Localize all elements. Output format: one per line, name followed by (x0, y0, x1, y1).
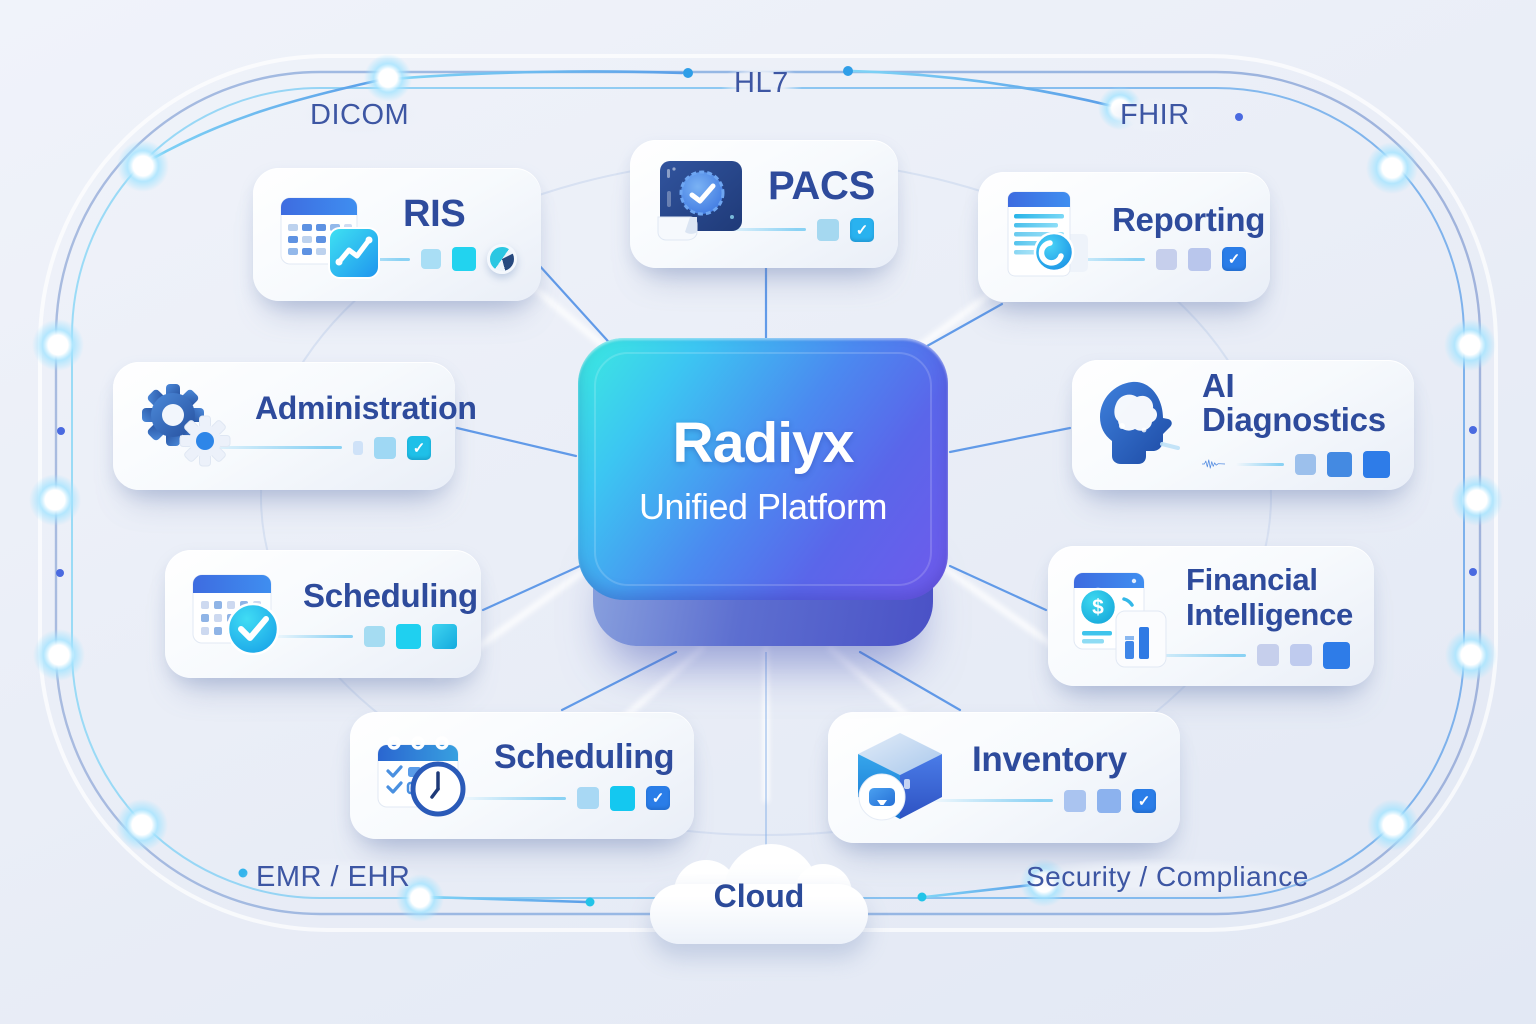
waveform-icon (1202, 459, 1225, 469)
module-card-ai-diagnostics[interactable]: AI Diagnostics (1072, 360, 1414, 490)
module-meter (1202, 447, 1390, 481)
module-meter: ✓ (714, 217, 874, 242)
ring-label-emr-ehr: EMR / EHR (242, 858, 425, 897)
module-meter (269, 623, 457, 649)
ring-label-security-compliance: Security / Compliance (1012, 858, 1323, 896)
calendar-analytics-icon (273, 184, 389, 286)
finance-dollar-chart-icon: $ (1068, 565, 1172, 668)
module-card-administration[interactable]: Administration ✓ (113, 362, 477, 490)
module-title: PACS (768, 164, 875, 209)
ring-label-dicom: DICOM (296, 96, 424, 135)
platform-subtitle: Unified Platform (638, 486, 888, 527)
module-title: RIS (403, 192, 466, 235)
imaging-monitor-badge-icon (650, 153, 754, 255)
ai-head-brain-icon (1092, 374, 1188, 476)
module-card-scheduling-bottom[interactable]: Scheduling ✓ (350, 712, 694, 839)
ring-label-fhir: FHIR (1106, 96, 1204, 135)
module-meter: ✓ (456, 785, 670, 811)
module-title: Scheduling (303, 577, 478, 615)
module-meter: ✓ (925, 788, 1156, 813)
module-title: Administration (255, 390, 477, 427)
module-card-reporting[interactable]: Reporting ✓ (978, 172, 1270, 302)
module-title: Reporting (1112, 200, 1266, 238)
inventory-box-icon (848, 727, 958, 829)
check-icon: ✓ (407, 435, 431, 460)
calendar-clock-icon (370, 725, 480, 827)
module-meter: ✓ (184, 435, 431, 460)
calendar-check-icon (185, 563, 289, 665)
cloud-label: Cloud (713, 878, 805, 914)
cloud-shape: Cloud (650, 844, 868, 950)
gears-icon (133, 375, 241, 477)
glow-node-set (29, 54, 1503, 922)
cloud-base (650, 884, 868, 944)
platform-face: Radiyx Unified Platform (578, 338, 948, 600)
module-title: AI Diagnostics (1202, 366, 1386, 438)
module-title: Inventory (972, 740, 1127, 780)
ring-label-hl7: HL7 (720, 64, 803, 103)
check-icon: ✓ (850, 217, 874, 242)
module-meter: ✓ (1049, 247, 1246, 272)
module-meter (1126, 641, 1350, 669)
module-card-ris[interactable]: RIS (253, 168, 541, 301)
center-platform[interactable]: Radiyx Unified Platform (578, 338, 948, 646)
module-title: Scheduling (494, 738, 675, 777)
module-meter (324, 244, 517, 275)
pie-chart-icon (487, 244, 517, 275)
check-icon: ✓ (646, 786, 670, 811)
module-card-pacs[interactable]: PACS ✓ (630, 140, 898, 268)
module-card-financial-intelligence[interactable]: $ Financial Intelligence (1048, 546, 1374, 686)
check-icon: ✓ (1132, 788, 1156, 813)
platform-title: Radiyx (672, 411, 855, 475)
check-icon: ✓ (1222, 247, 1246, 272)
module-card-inventory[interactable]: Inventory ✓ (828, 712, 1180, 843)
module-card-scheduling-left[interactable]: Scheduling (165, 550, 481, 678)
report-document-clock-icon (998, 186, 1098, 288)
dollar-icon: $ (1092, 596, 1104, 619)
module-title: Financial Intelligence (1186, 562, 1353, 632)
